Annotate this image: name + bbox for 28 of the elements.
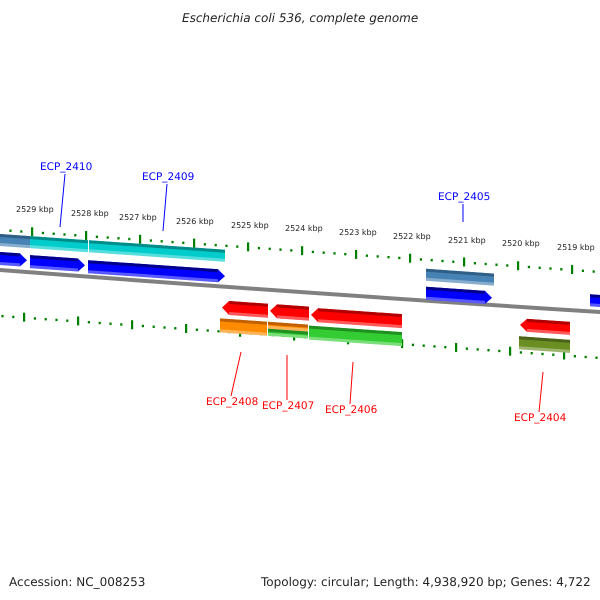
gene-label: ECP_2406 [325,405,378,416]
leader-line [230,352,242,396]
gene-label: ECP_2409 [142,172,194,182]
scale-label: 2522 kbp [393,232,431,241]
scale-label: 2525 kbp [231,222,269,230]
scale-label: 2524 kbp [285,225,323,234]
gene-label: ECP_2408 [206,397,258,408]
scale-label: 2528 kbp [71,210,109,218]
scale-label: 2526 kbp [176,218,214,226]
gene-label: ECP_2404 [514,413,566,424]
scale-label: 2521 kbp [448,236,486,245]
leader-line [538,372,544,412]
leader-line [162,184,168,232]
leader-line [60,174,66,228]
leader-line [462,204,464,222]
title: Escherichia coli 536, complete genome [182,12,418,24]
gene-label: ECP_2410 [40,162,92,172]
genome-summary-text: Topology: circular; Length: 4,938,920 bp; Genes: 4,722 [261,576,591,588]
gene-label: ECP_2405 [438,192,490,202]
accession-text: Accession: NC_008253 [9,576,146,588]
gene-label: ECP_2407 [262,401,314,412]
scale-label: 2529 kbp [16,206,54,214]
leader-line [350,362,354,404]
leader-line [286,354,288,400]
scale-label: 2519 kbp [557,244,595,252]
scale-label: 2527 kbp [119,214,157,222]
scale-label: 2520 kbp [502,240,540,248]
scale-label: 2523 kbp [339,229,377,238]
